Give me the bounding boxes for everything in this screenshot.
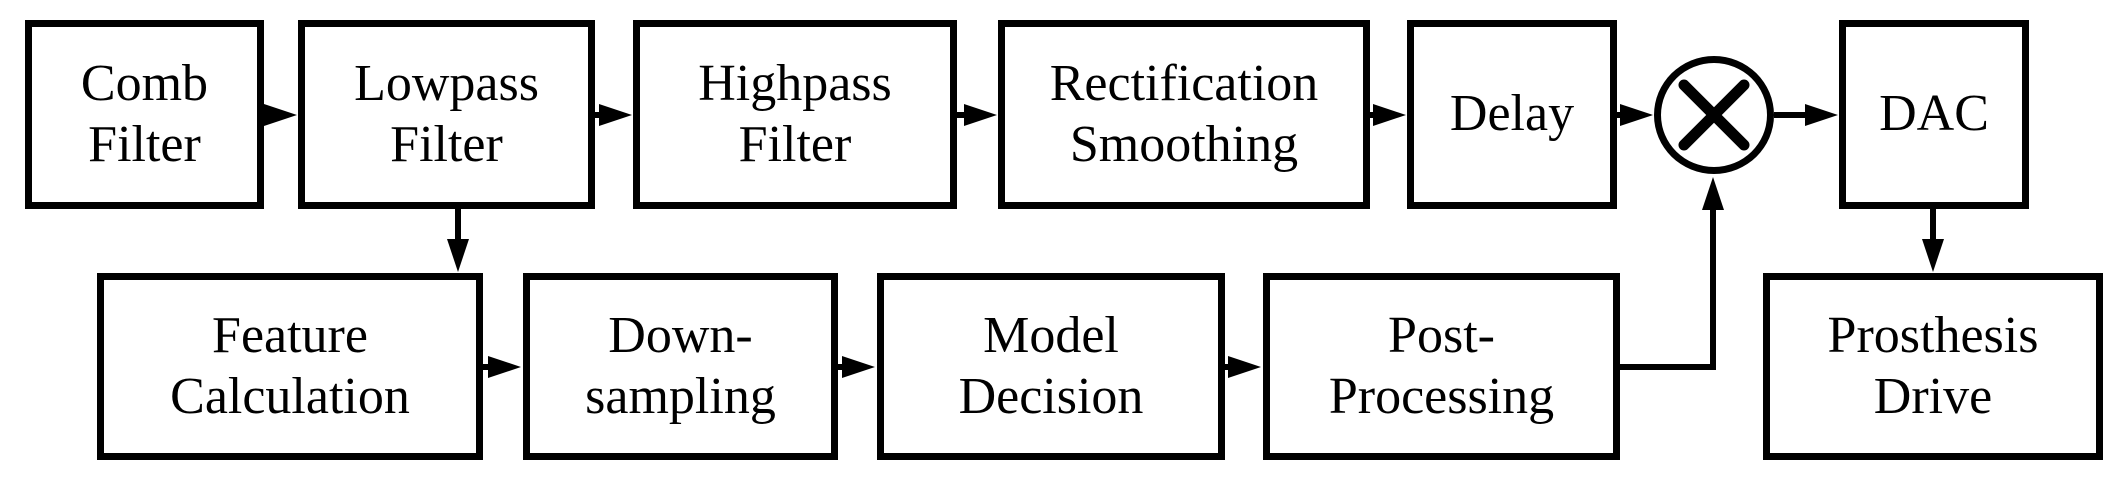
arrow-head [488, 356, 521, 378]
node-label-line: Model [983, 307, 1119, 365]
arrow-dac-to-prosthesis [1922, 209, 1944, 272]
node-post-processing: Post- Processing [1263, 273, 1620, 460]
arrow-head [964, 104, 997, 126]
node-label-line: Comb [80, 55, 209, 113]
node-label-line: Prosthesis [1827, 307, 2039, 365]
node-label-line: Lowpass [354, 55, 539, 113]
node-highpass-filter: Highpass Filter [633, 20, 957, 209]
node-label-line: Down- [608, 307, 753, 365]
arrow-head [1228, 356, 1261, 378]
arrow-downsampling-to-model [838, 356, 875, 378]
arrow-multiplier-to-dac [1774, 104, 1838, 126]
node-label-line: Rectification [1049, 55, 1319, 113]
node-label-line: Filter [390, 115, 503, 173]
arrow-head [842, 356, 875, 378]
node-delay: Delay [1407, 20, 1617, 209]
node-label-line: Processing [1328, 367, 1555, 425]
node-label-line: Feature [212, 307, 368, 365]
arrow-post-to-multiplier [1620, 177, 1724, 370]
arrow-comb-to-lowpass [264, 104, 297, 126]
arrow-model-to-post [1225, 356, 1261, 378]
arrow-head [1620, 104, 1653, 126]
node-label-line: DAC [1879, 85, 1989, 143]
arrow-head [599, 104, 632, 126]
arrow-rectification-to-delay [1370, 104, 1406, 126]
node-label-line: Drive [1873, 367, 1993, 425]
arrow-head [264, 104, 297, 126]
node-label-line: Filter [88, 115, 201, 173]
arrow-feature-to-downsampling [483, 356, 521, 378]
arrow-lowpass-to-feature [447, 209, 469, 272]
arrow-stem [1620, 205, 1716, 370]
node-feature-calculation: Feature Calculation [97, 273, 483, 460]
node-label-line: Highpass [698, 55, 892, 113]
arrow-head [447, 239, 469, 272]
arrow-head [1922, 239, 1944, 272]
arrow-head [1373, 104, 1406, 126]
node-rectification-smoothing: Rectification Smoothing [998, 20, 1370, 209]
node-label-line: Smoothing [1069, 115, 1299, 173]
node-prosthesis-drive: Prosthesis Drive [1763, 273, 2103, 460]
node-label-line: Delay [1449, 85, 1575, 143]
arrow-lowpass-to-highpass [595, 104, 632, 126]
arrow-head [1702, 177, 1724, 210]
node-dac: DAC [1839, 20, 2029, 209]
node-label-line: Post- [1388, 307, 1495, 365]
node-lowpass-filter: Lowpass Filter [298, 20, 595, 209]
node-label-line: Calculation [170, 367, 410, 425]
arrow-highpass-to-rectification [957, 104, 997, 126]
node-label-line: Filter [738, 115, 852, 173]
node-model-decision: Model Decision [877, 273, 1225, 460]
arrow-delay-to-multiplier [1617, 104, 1653, 126]
node-label-line: sampling [585, 367, 776, 425]
node-label-line: Decision [958, 367, 1144, 425]
node-multiplier [1654, 56, 1774, 174]
arrow-head [1805, 104, 1838, 126]
node-comb-filter: Comb Filter [25, 20, 264, 209]
multiply-icon [1678, 79, 1750, 151]
node-downsampling: Down- sampling [523, 273, 838, 460]
